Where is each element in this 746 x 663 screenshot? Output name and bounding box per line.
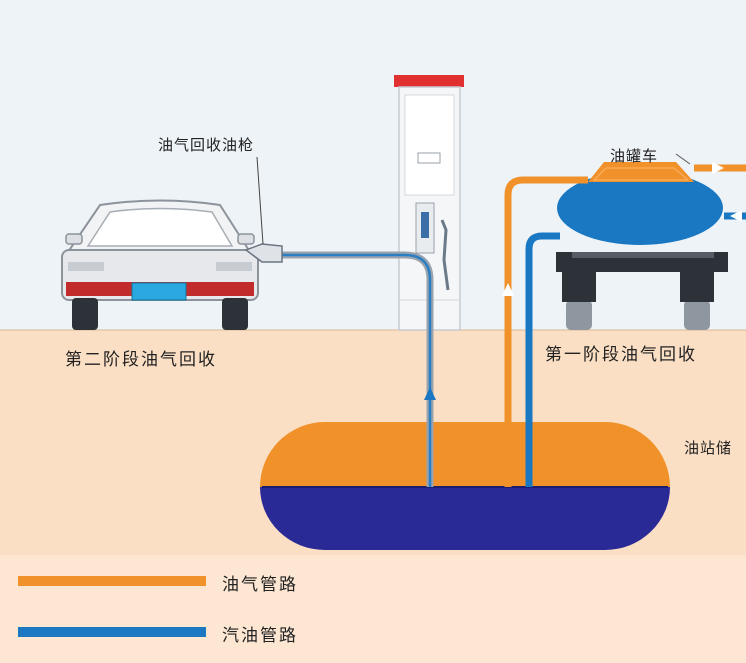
nozzle-icon (244, 156, 283, 263)
legend-label-gasoline: 汽油管路 (222, 626, 298, 646)
storage-tank-label: 油站储 (684, 439, 733, 457)
tanker-label-pointer (675, 153, 691, 165)
legend-swatch-vapor (18, 576, 206, 586)
car-icon (61, 199, 259, 330)
legend-label-vapor: 油气管路 (222, 575, 298, 595)
arrow-up-vapor-return (424, 387, 436, 400)
tanker-label: 油罐车 (610, 147, 659, 165)
storage-tank-icon (260, 422, 670, 550)
arrow-up-stage1-vapor (502, 283, 514, 296)
stage2-label: 第二阶段油气回收 (65, 350, 217, 370)
arrow-right-tanker-outlet (712, 162, 724, 174)
tanker-truck-icon (556, 162, 728, 330)
legend-swatch-gasoline (18, 627, 206, 637)
fuel-dispenser-icon (394, 75, 464, 331)
arrow-left-tanker-inlet (730, 210, 742, 222)
stage1-gasoline-line (525, 232, 560, 487)
stage1-label: 第一阶段油气回收 (545, 345, 697, 365)
nozzle-label: 油气回收油枪 (158, 136, 255, 154)
nozzle-hose-line (275, 253, 432, 487)
stage1-vapor-line (504, 176, 588, 487)
legend-background (0, 555, 746, 663)
